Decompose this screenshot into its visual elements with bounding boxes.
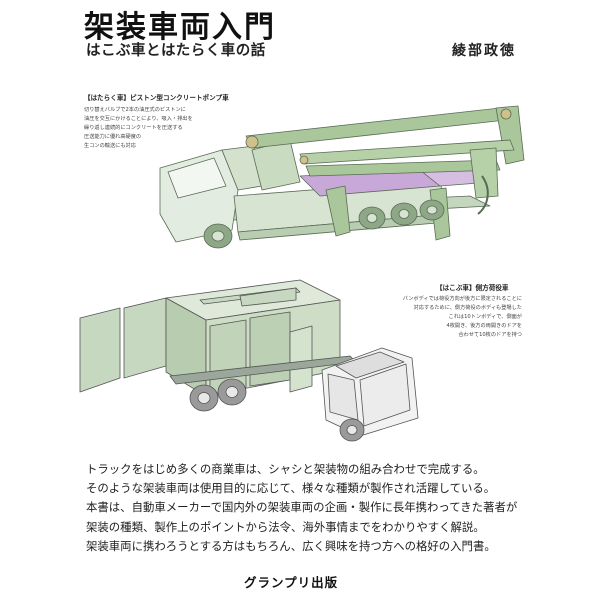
pump-truck-caption-line: 圧送能力に優れ高硬度の xyxy=(84,134,142,140)
description-line: トラックをはじめ多くの商業車は、シャシと架装物の組み合わせで完成する。 xyxy=(86,462,485,476)
illustrations xyxy=(79,105,525,442)
pump-truck-caption: 【はたらく車】ピストン型コンクリートポンプ車 切り替えバルブで2本の油圧式のピス… xyxy=(84,92,229,151)
publisher-name: グランプリ出版 xyxy=(244,575,339,590)
book-description: トラックをはじめ多くの商業車は、シャシと架装物の組み合わせで完成する。 そのよう… xyxy=(86,460,526,556)
box-truck-caption: 【はこぶ車】側方荷役車 バンボディでは荷役方向が後方に限定されることに 対応する… xyxy=(372,282,522,340)
description-line: そのような架装車両は使用目的に応じて、様々な種類が製作され活躍している。 xyxy=(86,481,496,496)
side-loading-truck-illustration xyxy=(79,279,419,442)
box-truck-caption-heading: 【はこぶ車】側方荷役車 xyxy=(436,284,509,292)
box-truck-caption-line: 4枚開き、後方の両開きのドアを xyxy=(446,323,522,329)
description-line: 架装の種類、製作上のポイントから法令、海外事情までをわかりやすく解説。 xyxy=(86,519,485,534)
description-line: 架装車両に携わろうとする方はもちろん、広く興味を持つ方への格好の入門書。 xyxy=(86,538,496,553)
book-title: 架装車両入門 xyxy=(84,10,276,45)
box-truck-caption-line: これは10トンボディで、側面が xyxy=(448,314,522,320)
pump-truck-caption-line: 生コンの輸送にも対応 xyxy=(84,143,136,149)
concrete-pump-truck-illustration xyxy=(159,105,525,249)
book-author: 綾部政徳 xyxy=(452,43,516,59)
box-truck-caption-line: 対応するために、側方荷役のボディも登場した xyxy=(413,305,522,311)
pump-truck-caption-line: 切り替えバルブで2本の油圧式のピストンに xyxy=(84,107,186,113)
pump-truck-caption-line: 油圧を交互にかけることにより、吸入・排出を xyxy=(84,116,193,122)
book-subtitle: はこぶ車とはたらく車の話 xyxy=(86,43,266,59)
box-truck-caption-line: バンボディでは荷役方向が後方に限定されることに xyxy=(402,296,522,302)
pump-truck-caption-line: 繰り返し連続的にコンクリートを圧送する xyxy=(84,125,183,131)
description-line: 本書は、自動車メーカーで国内外の架装車両の企画・製作に長年携わってきた著者が xyxy=(86,500,518,515)
pump-truck-caption-heading: 【はたらく車】ピストン型コンクリートポンプ車 xyxy=(84,94,229,102)
box-truck-caption-line: 合わせて10枚のドアを持つ xyxy=(458,332,522,338)
